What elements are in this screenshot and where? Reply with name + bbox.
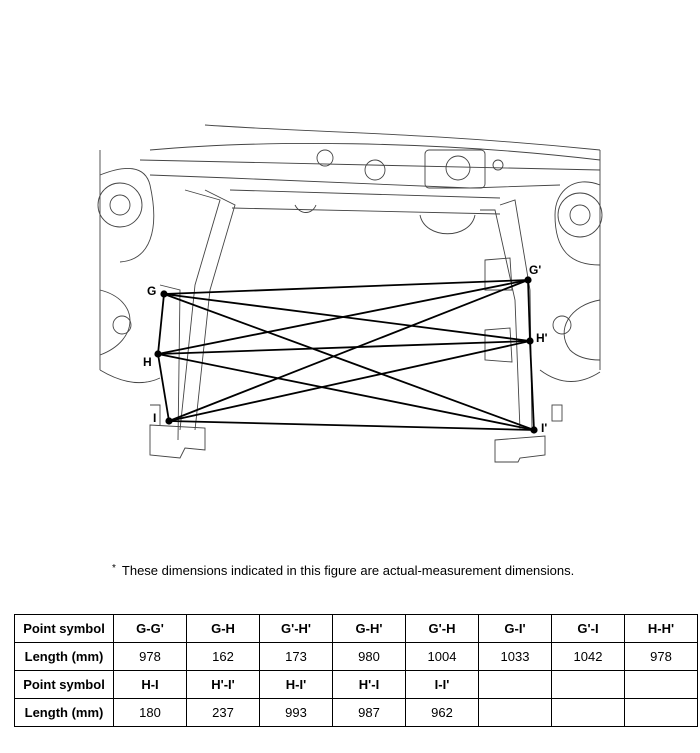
point-label-Ip: I'	[541, 421, 547, 435]
point-symbol-cell: H-H'	[624, 614, 698, 643]
measurement-line-G-H	[157, 293, 165, 355]
length-cell: 980	[332, 642, 406, 671]
point-symbol-header: Point symbol	[14, 614, 114, 643]
point-symbol-cell: G-H	[186, 614, 260, 643]
measurement-point-Ip	[530, 426, 538, 434]
note-asterisk: *	[112, 563, 116, 574]
measurement-line-I-Ip	[168, 420, 535, 431]
measurement-point-I	[165, 417, 173, 425]
measurement-line-Gp-Hp	[527, 279, 531, 342]
point-symbol-cell: H-I'	[259, 670, 333, 699]
point-symbol-cell: G'-H	[405, 614, 479, 643]
point-label-I: I	[153, 411, 156, 425]
point-label-Gp: G'	[529, 263, 541, 277]
measurement-line-G-Gp	[163, 279, 529, 295]
point-symbol-cell	[551, 670, 625, 699]
length-header: Length (mm)	[14, 642, 114, 671]
point-symbol-cell: G-H'	[332, 614, 406, 643]
point-label-G: G	[147, 284, 156, 298]
point-symbol-cell	[624, 670, 698, 699]
point-symbol-cell: H'-I	[332, 670, 406, 699]
measurement-line-Gp-H	[157, 279, 529, 355]
length-cell: 978	[113, 642, 187, 671]
length-cell	[624, 698, 698, 727]
length-cell: 1004	[405, 642, 479, 671]
point-symbol-cell: G'-H'	[259, 614, 333, 643]
point-symbol-cell: G'-I	[551, 614, 625, 643]
measurement-point-H	[154, 350, 162, 358]
length-cell: 978	[624, 642, 698, 671]
measurement-point-G	[160, 290, 168, 298]
point-label-H: H	[143, 355, 152, 369]
point-symbol-cell	[478, 670, 552, 699]
measurement-points: G G' H H' I I'	[143, 263, 548, 435]
note-text: These dimensions indicated in this figur…	[121, 563, 575, 578]
measurement-line-Hp-Ip	[529, 340, 535, 431]
measurement-point-Gp	[524, 276, 532, 284]
measurement-line-H-I	[157, 353, 170, 422]
vehicle-frame-drawing	[97, 124, 603, 463]
point-symbol-cell: I-I'	[405, 670, 479, 699]
point-symbol-header: Point symbol	[14, 670, 114, 699]
frame-measurement-diagram: G G' H H' I I'	[97, 124, 603, 463]
measurement-lines	[157, 279, 535, 431]
length-cell: 162	[186, 642, 260, 671]
point-symbol-cell: H'-I'	[186, 670, 260, 699]
point-symbol-cell: G-G'	[113, 614, 187, 643]
measurement-point-Hp	[526, 337, 534, 345]
length-cell	[478, 698, 552, 727]
length-cell: 173	[259, 642, 333, 671]
point-symbol-cell: G-I'	[478, 614, 552, 643]
measurement-line-Gp-I	[168, 279, 529, 422]
measurement-note: * These dimensions indicated in this figu…	[112, 563, 574, 578]
length-cell: 993	[259, 698, 333, 727]
measurement-line-H-Hp	[157, 340, 531, 355]
length-header: Length (mm)	[14, 698, 114, 727]
measurement-line-Hp-I	[168, 340, 531, 422]
length-cell: 1033	[478, 642, 552, 671]
measurement-line-G-Hp	[163, 293, 531, 342]
length-cell: 1042	[551, 642, 625, 671]
length-cell: 237	[186, 698, 260, 727]
measurement-line-G-Ip	[163, 293, 535, 431]
length-cell: 962	[405, 698, 479, 727]
point-label-Hp: H'	[536, 331, 548, 345]
length-cell: 987	[332, 698, 406, 727]
length-cell: 180	[113, 698, 187, 727]
length-cell	[551, 698, 625, 727]
point-symbol-cell: H-I	[113, 670, 187, 699]
measurement-line-H-Ip	[157, 353, 535, 431]
